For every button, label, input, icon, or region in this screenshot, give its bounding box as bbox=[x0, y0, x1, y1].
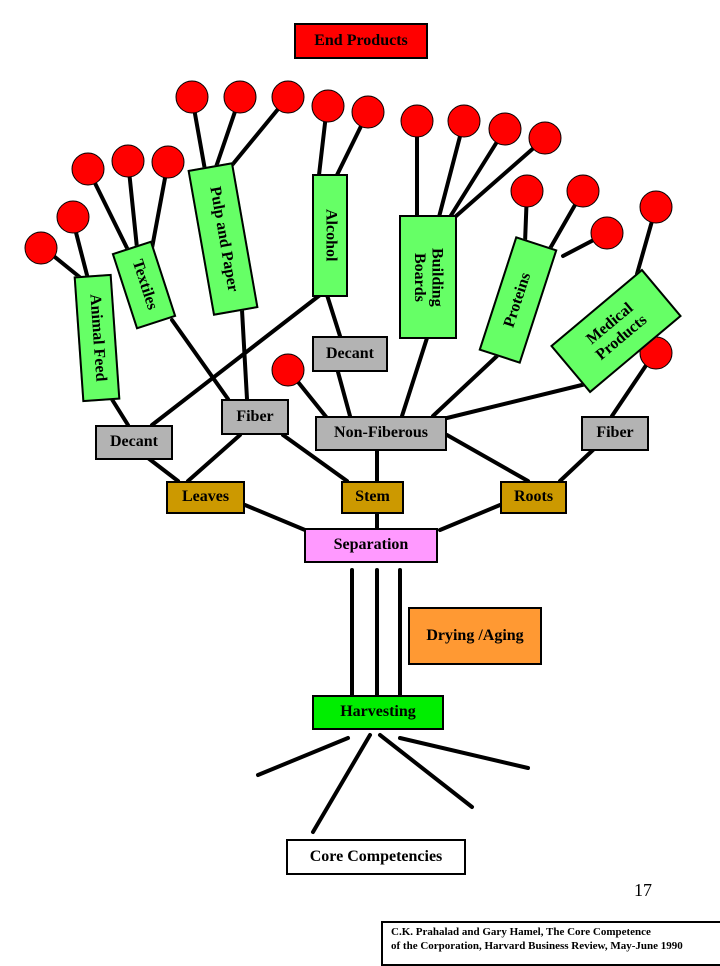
fiber-right-box: Fiber bbox=[581, 416, 649, 451]
leaves-box: Leaves bbox=[166, 481, 245, 514]
alcohol-label: Alcohol bbox=[322, 209, 340, 262]
product-circle bbox=[223, 80, 257, 114]
product-circle bbox=[400, 104, 434, 138]
branch-line bbox=[400, 336, 429, 418]
branch-line bbox=[445, 381, 592, 420]
citation-line-1: C.K. Prahalad and Gary Hamel, The Core C… bbox=[391, 926, 651, 938]
product-circle bbox=[566, 174, 600, 208]
separation-box: Separation bbox=[304, 528, 438, 563]
alcohol-box: Alcohol bbox=[312, 174, 348, 297]
core-competencies-box: Core Competencies bbox=[286, 839, 466, 875]
fiber-left-box: Fiber bbox=[221, 399, 289, 435]
building-boards-box: Building Boards bbox=[399, 215, 457, 339]
root-line bbox=[398, 736, 530, 770]
branch-line bbox=[281, 433, 349, 483]
root-line bbox=[311, 733, 372, 834]
product-circle bbox=[56, 200, 90, 234]
product-circle bbox=[510, 174, 544, 208]
branch-line bbox=[150, 293, 322, 427]
drying-aging-box: Drying /Aging bbox=[408, 607, 542, 665]
proteins-label: Proteins bbox=[500, 270, 534, 330]
branch-line bbox=[438, 503, 502, 532]
animal-feed-label: Animal Feed bbox=[86, 293, 110, 383]
product-circle bbox=[528, 121, 562, 155]
branch-line bbox=[240, 308, 249, 401]
product-circle bbox=[175, 80, 209, 114]
branch-line bbox=[453, 136, 547, 219]
branch-line bbox=[170, 318, 230, 401]
end-products-label: End Products bbox=[294, 23, 428, 59]
decant-left-box: Decant bbox=[95, 425, 173, 460]
building-boards-label: Building Boards bbox=[411, 247, 446, 307]
non-fiberous-box: Non-Fiberous bbox=[315, 416, 447, 451]
product-circle bbox=[24, 231, 58, 265]
branch-line bbox=[325, 293, 342, 338]
textiles-label: Textiles bbox=[128, 257, 161, 313]
branch-line bbox=[243, 503, 307, 532]
branch-line bbox=[448, 127, 507, 219]
page-number: 17 bbox=[634, 880, 652, 900]
branch-line bbox=[445, 433, 530, 483]
citation-box: C.K. Prahalad and Gary Hamel, The Core C… bbox=[381, 921, 720, 966]
branch-line bbox=[431, 354, 499, 418]
roots-box: Roots bbox=[500, 481, 567, 514]
connector-lines bbox=[43, 95, 658, 834]
product-circle bbox=[447, 104, 481, 138]
product-circle bbox=[71, 152, 105, 186]
root-line bbox=[378, 733, 474, 809]
branch-line bbox=[437, 119, 466, 219]
product-circle bbox=[271, 353, 305, 387]
harvesting-box: Harvesting bbox=[312, 695, 444, 730]
pulp-and-paper-label: Pulp and Paper bbox=[206, 184, 242, 293]
end-product-circles bbox=[24, 80, 673, 387]
branch-line bbox=[186, 433, 242, 483]
product-circle bbox=[351, 95, 385, 129]
product-circle bbox=[151, 145, 185, 179]
stem-box: Stem bbox=[341, 481, 404, 514]
branch-line bbox=[146, 456, 180, 483]
citation-line-2: of the Corporation, Harvard Business Rev… bbox=[391, 939, 683, 952]
product-circle bbox=[590, 216, 624, 250]
product-circle bbox=[639, 190, 673, 224]
branch-line bbox=[558, 447, 596, 483]
product-circle bbox=[311, 89, 345, 123]
branch-line bbox=[336, 370, 352, 418]
product-circle bbox=[488, 112, 522, 146]
root-line bbox=[256, 736, 350, 777]
decant-upper-box: Decant bbox=[312, 336, 388, 372]
product-circle bbox=[271, 80, 305, 114]
product-circle bbox=[111, 144, 145, 178]
